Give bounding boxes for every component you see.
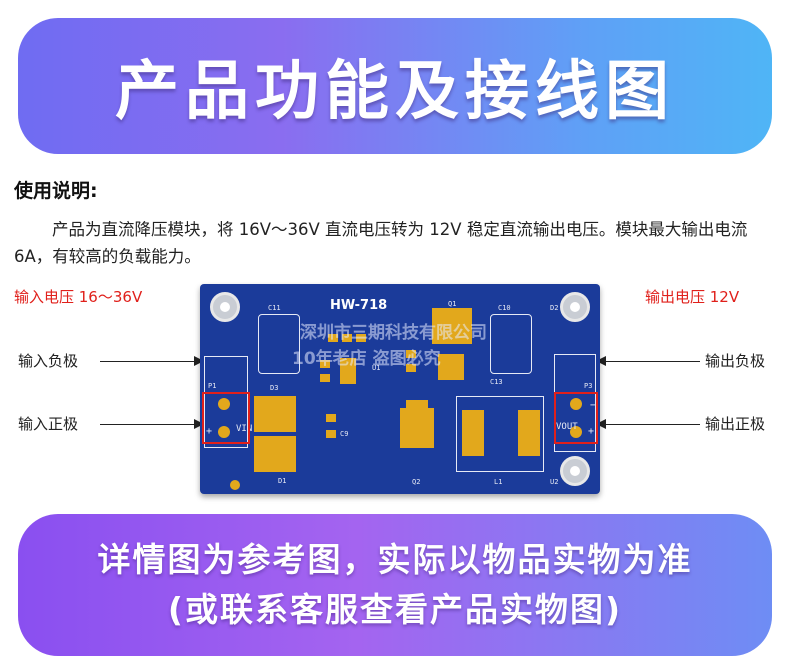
silk-label: VIN bbox=[236, 424, 253, 434]
watermark-line2: 10年老店 盗图必究 bbox=[292, 349, 441, 369]
silk-label: P1 bbox=[208, 382, 217, 390]
silk-label: U2 bbox=[550, 478, 559, 486]
transistor-q1 bbox=[432, 308, 472, 344]
transistor-q2-tab bbox=[406, 400, 428, 408]
silk-label: P3 bbox=[584, 382, 593, 390]
inductor-pad bbox=[518, 410, 540, 456]
smd-pad bbox=[356, 334, 366, 342]
silk-label: Q2 bbox=[412, 478, 421, 486]
output-negative-label: 输出负极 bbox=[705, 352, 766, 370]
smd-pad bbox=[326, 430, 336, 438]
capacitor-outline bbox=[258, 314, 300, 374]
input-terminal-highlight bbox=[202, 392, 250, 444]
bottom-banner: 详情图为参考图，实际以物品实物为准 (或联系客服查看产品实物图) bbox=[18, 514, 772, 656]
watermark-line1: 深圳市三期科技有限公司 bbox=[300, 323, 487, 343]
smd-pad bbox=[406, 350, 416, 358]
ic-u1 bbox=[340, 358, 356, 384]
inductor-pad bbox=[462, 410, 484, 456]
silk-label: VOUT bbox=[556, 422, 578, 432]
output-voltage-label: 输出电压 12V bbox=[645, 288, 740, 306]
silk-label: Q1 bbox=[448, 300, 457, 308]
silk-label: + bbox=[206, 426, 213, 437]
input-voltage-label: 输入电压 16～36V bbox=[14, 288, 143, 306]
mount-hole bbox=[210, 292, 240, 322]
smd-pad bbox=[406, 364, 416, 372]
output-negative-arrow bbox=[596, 356, 700, 366]
output-negative-pad bbox=[570, 398, 582, 410]
output-positive-label: 输出正极 bbox=[705, 415, 766, 433]
silk-label: − bbox=[590, 400, 597, 411]
silk-label: C11 bbox=[268, 304, 281, 312]
capacitor-outline bbox=[490, 314, 532, 374]
banner-title: 产品功能及接线图 bbox=[115, 55, 675, 129]
usage-heading: 使用说明: bbox=[14, 180, 98, 202]
pcb-pad bbox=[230, 480, 240, 490]
inductor-outline bbox=[456, 396, 544, 472]
diode-pad bbox=[254, 436, 296, 472]
input-negative-label: 输入负极 bbox=[18, 352, 79, 370]
silk-label: C10 bbox=[498, 304, 511, 312]
smd-pad bbox=[326, 414, 336, 422]
smd-pad bbox=[438, 354, 464, 380]
silk-label: D1 bbox=[278, 477, 287, 485]
input-positive-label: 输入正极 bbox=[18, 415, 79, 433]
smd-pad bbox=[320, 374, 330, 382]
transistor-q2 bbox=[400, 408, 434, 448]
smd-pad bbox=[320, 360, 330, 368]
mount-hole bbox=[560, 292, 590, 322]
smd-pad bbox=[328, 334, 338, 342]
smd-pad bbox=[342, 334, 352, 342]
diode-pad bbox=[254, 396, 296, 432]
disclaimer-line1: 详情图为参考图，实际以物品实物为准 bbox=[97, 540, 693, 579]
input-positive-arrow bbox=[100, 419, 204, 429]
disclaimer-line2: (或联系客服查看产品实物图) bbox=[167, 590, 623, 629]
input-negative-pad bbox=[218, 398, 230, 410]
silk-label: D2 bbox=[550, 304, 559, 312]
input-negative-arrow bbox=[100, 356, 204, 366]
usage-description: 产品为直流降压模块，将 16V～36V 直流电压转为 12V 稳定直流输出电压。… bbox=[14, 220, 748, 266]
silk-label: + bbox=[588, 426, 595, 437]
silk-label: D3 bbox=[270, 384, 279, 392]
input-terminal-outline bbox=[204, 356, 248, 448]
output-positive-pad bbox=[570, 426, 582, 438]
silk-label: C9 bbox=[340, 430, 349, 438]
top-banner: 产品功能及接线图 bbox=[18, 18, 772, 154]
silk-label: L1 bbox=[494, 478, 503, 486]
pcb-model: HW-718 bbox=[330, 298, 388, 313]
output-terminal-highlight bbox=[554, 392, 598, 444]
silk-label: C13 bbox=[490, 378, 503, 386]
input-positive-pad bbox=[218, 426, 230, 438]
output-positive-arrow bbox=[596, 419, 700, 429]
pcb-board-image: HW-718 C11 D3 P1 VIN + D1 U1 C9 Q1 C10 D… bbox=[200, 284, 600, 494]
mount-hole bbox=[560, 456, 590, 486]
silk-label: U1 bbox=[372, 364, 381, 372]
